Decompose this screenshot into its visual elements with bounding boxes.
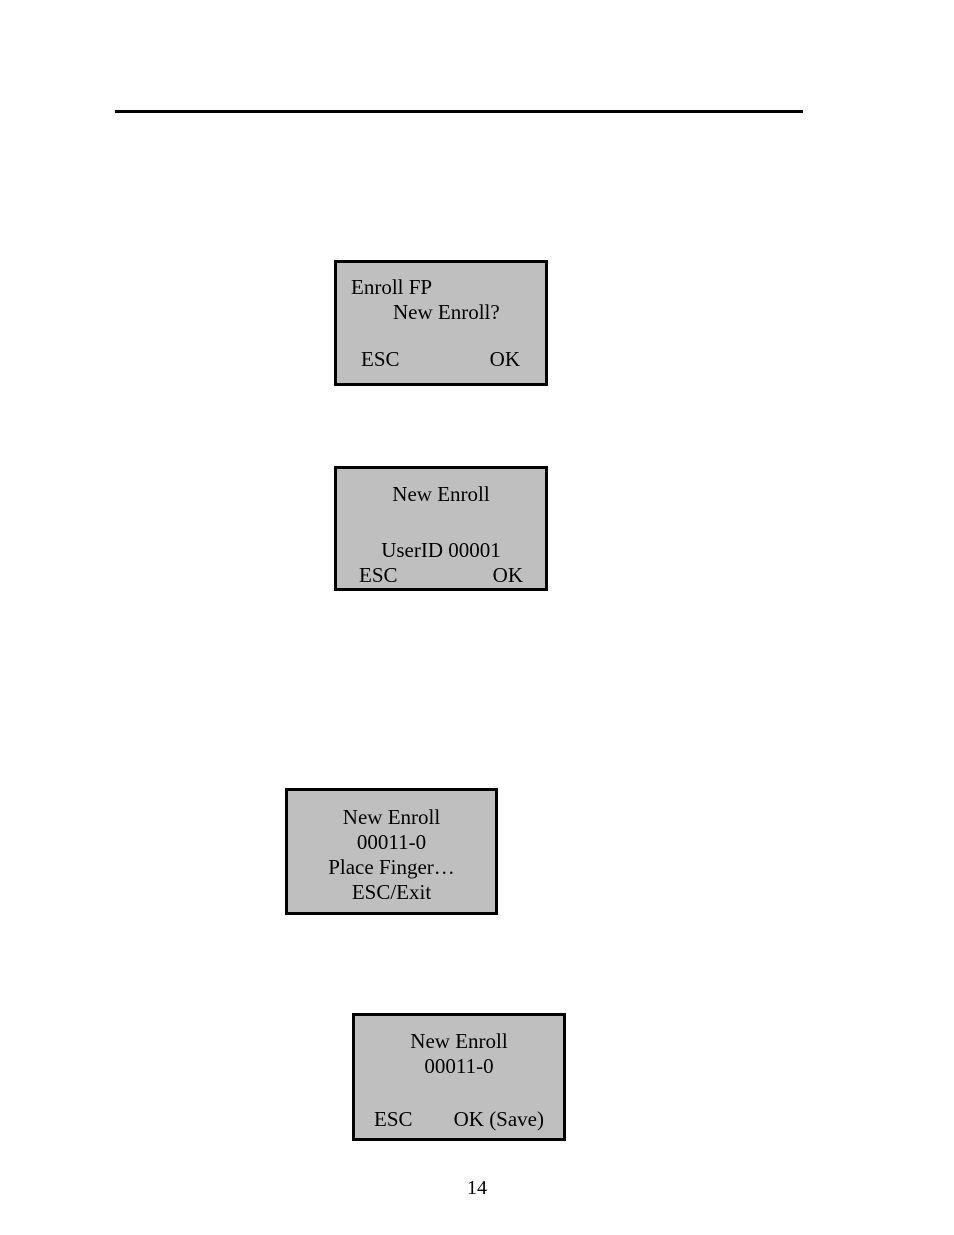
lcd-spacer bbox=[359, 507, 523, 538]
lcd-prompt-new-enroll: New Enroll? bbox=[393, 300, 500, 324]
lcd-prompt-place-finger: Place Finger… bbox=[328, 855, 455, 879]
lcd-softkey-esc[interactable]: ESC bbox=[359, 563, 398, 587]
lcd-softkey-ok[interactable]: OK bbox=[489, 347, 520, 371]
header-divider bbox=[115, 110, 803, 113]
lcd-screen-save: New Enroll 00011-0 ESC OK (Save) bbox=[352, 1013, 566, 1141]
lcd-softkey-esc-exit[interactable]: ESC/Exit bbox=[351, 880, 432, 904]
lcd-spacer bbox=[351, 325, 520, 347]
lcd-screen-place-finger: New Enroll 00011-0 Place Finger… ESC/Exi… bbox=[285, 788, 498, 915]
lcd-softkey-row: ESC OK bbox=[359, 563, 523, 588]
lcd-title-new-enroll: New Enroll bbox=[392, 482, 490, 506]
lcd-softkey-esc[interactable]: ESC bbox=[374, 1107, 413, 1131]
lcd-value-template-id: 00011-0 bbox=[424, 1054, 494, 1078]
lcd-screen-new-enroll-userid: New Enroll UserID 00001 ESC OK bbox=[334, 466, 548, 591]
lcd-screen-enroll-fp: Enroll FP New Enroll? ESC OK bbox=[334, 260, 548, 386]
page-number: 14 bbox=[467, 1177, 487, 1199]
lcd-softkey-row: ESC OK (Save) bbox=[374, 1107, 544, 1132]
lcd-value-userid: UserID 00001 bbox=[381, 538, 501, 562]
lcd-softkey-ok-save[interactable]: OK (Save) bbox=[453, 1107, 544, 1131]
lcd-title-new-enroll: New Enroll bbox=[410, 1029, 508, 1053]
lcd-softkey-row: ESC OK bbox=[351, 347, 520, 372]
lcd-softkey-ok[interactable]: OK bbox=[492, 563, 523, 587]
lcd-value-template-id: 00011-0 bbox=[356, 830, 427, 854]
lcd-title-enroll-fp: Enroll FP bbox=[351, 275, 433, 299]
lcd-title-new-enroll: New Enroll bbox=[342, 805, 441, 829]
lcd-spacer bbox=[374, 1079, 544, 1107]
lcd-softkey-esc[interactable]: ESC bbox=[361, 347, 400, 371]
